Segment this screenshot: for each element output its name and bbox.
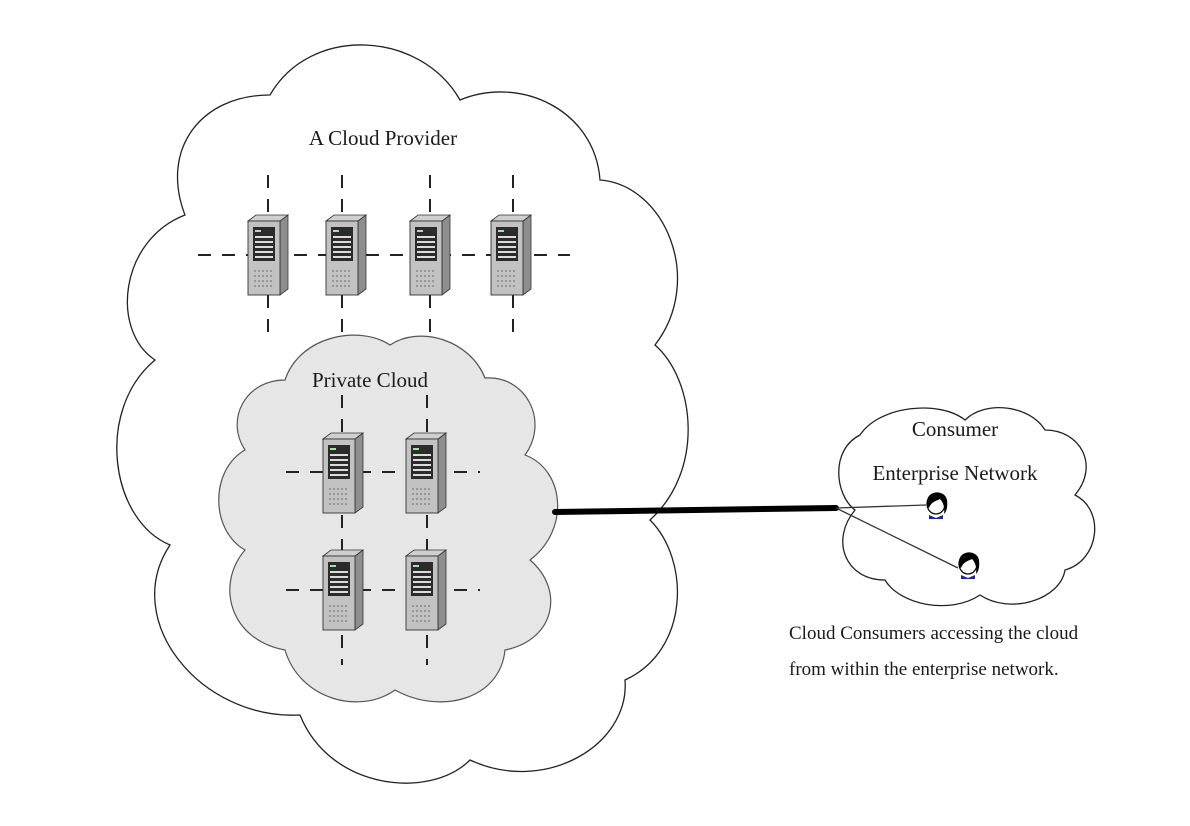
- server-tower-icon: [409, 214, 451, 296]
- provider-cloud-label: A Cloud Provider: [309, 126, 457, 150]
- server-tower-icon: [247, 214, 289, 296]
- server-tower-icon: [322, 432, 364, 514]
- server-tower-icon: [325, 214, 367, 296]
- private-cloud-label: Private Cloud: [312, 368, 429, 392]
- server-tower-icon: [405, 432, 447, 514]
- server-tower-icon: [490, 214, 532, 296]
- consumer-cloud-label-line1: Consumer: [912, 417, 998, 441]
- consumer-cloud: [838, 407, 1096, 607]
- server-tower-icon: [322, 549, 364, 631]
- consumer-link-user-2: [835, 507, 959, 569]
- server-tower-icon: [405, 549, 447, 631]
- caption-line1: Cloud Consumers accessing the cloud: [789, 623, 1079, 644]
- caption-line2: from within the enterprise network.: [789, 659, 1059, 680]
- consumer-link-user-1: [835, 504, 927, 509]
- private-cloud: [218, 334, 559, 703]
- consumer-cloud-label-line2: Enterprise Network: [872, 461, 1038, 485]
- private-to-consumer-link: [552, 505, 839, 515]
